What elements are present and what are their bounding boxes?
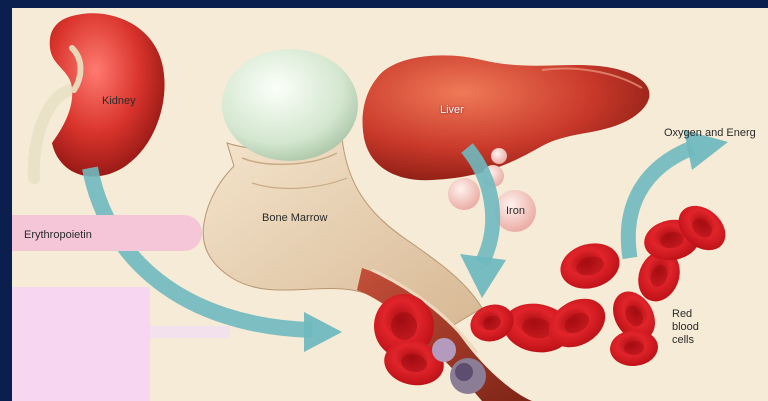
label-liver: Liver (440, 104, 464, 116)
blank-label-box (12, 287, 150, 401)
label-iron: Iron (506, 205, 525, 217)
liver (363, 55, 650, 180)
label-rbc-line2: blood (672, 321, 699, 333)
label-rbc-line1: Red (672, 308, 692, 320)
cartilage-head (222, 49, 358, 161)
blank-label-strip (150, 326, 230, 338)
kidney (34, 13, 165, 178)
label-rbc-line3: cells (672, 334, 694, 346)
label-oxygen-energy: Oxygen and Energ (664, 127, 756, 139)
label-erythropoietin: Erythropoietin (24, 229, 92, 241)
label-kidney: Kidney (102, 95, 136, 107)
label-bone-marrow: Bone Marrow (262, 212, 327, 224)
diagram-panel: Kidney Liver Bone Marrow Iron Erythropoi… (12, 8, 768, 401)
